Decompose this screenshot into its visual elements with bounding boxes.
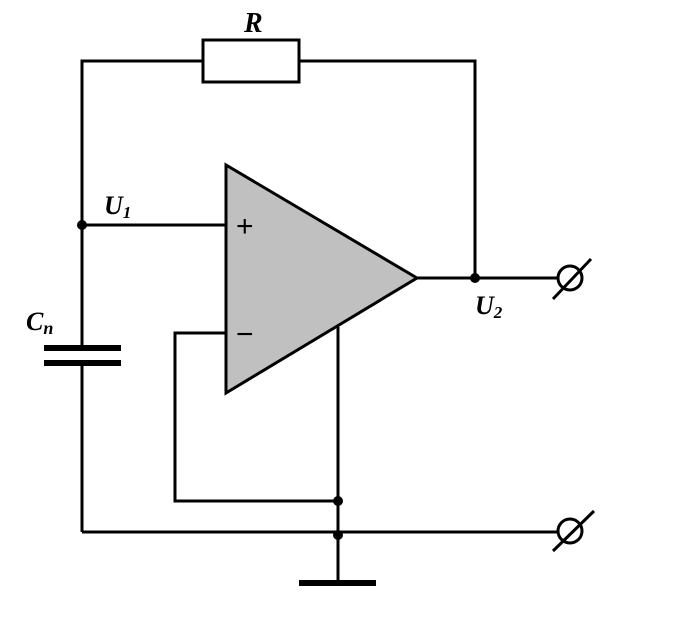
- inverting-input-wire: [173, 331, 338, 503]
- output-terminal: [551, 257, 593, 301]
- junction-dot-feedback: [333, 496, 343, 506]
- feedback-wire-top: [80, 59, 477, 278]
- input-voltage-label: U1: [104, 191, 131, 222]
- common-terminal: [551, 509, 596, 553]
- resistor-label: R: [243, 8, 263, 39]
- capacitor-label: Cn: [26, 307, 53, 338]
- resistor-r: [201, 38, 301, 84]
- junction-dot-output: [470, 273, 480, 283]
- output-voltage-label: U2: [475, 291, 503, 322]
- op-amp-triangle: [224, 162, 420, 396]
- plus-sign: +: [236, 210, 254, 243]
- junction-dot-common: [333, 530, 343, 540]
- minus-sign: −: [236, 318, 254, 351]
- junction-dot-input: [77, 220, 87, 230]
